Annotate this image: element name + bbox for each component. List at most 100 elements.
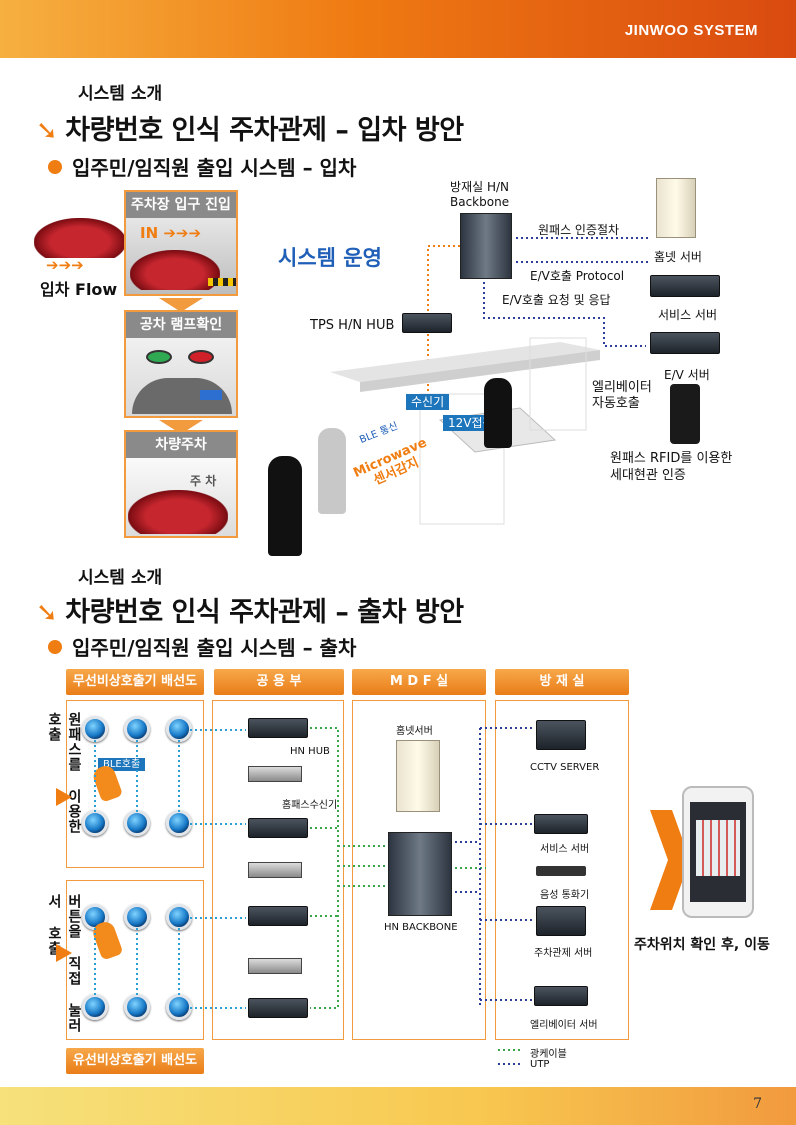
orange-arrow-icon — [56, 944, 72, 962]
homenet-server-icon — [396, 740, 440, 812]
flow-step-park: 차량주차 주 차 — [124, 430, 238, 538]
hn-hub-icon — [248, 998, 308, 1018]
barrier-gate — [208, 278, 236, 286]
call-button[interactable] — [124, 810, 150, 836]
section2-title: ➘차량번호 인식 주차관제 – 출차 방안 — [36, 597, 464, 628]
car-image — [128, 490, 228, 534]
person-figure — [268, 456, 302, 556]
flow-step-title: 차량주차 — [126, 432, 236, 458]
hn-backbone-label: HN BACKBONE — [384, 922, 458, 933]
orange-arrow-icon — [56, 788, 72, 806]
section2-subtitle: 입주민/임직원 출입 시스템 – 출차 — [48, 632, 356, 661]
person-shadow-figure — [318, 428, 346, 514]
ev-server-icon — [650, 332, 720, 354]
page-number: 7 — [753, 1096, 762, 1112]
legend-utp: UTP — [530, 1059, 550, 1070]
bullet-icon — [48, 640, 62, 654]
red-lamp — [188, 350, 214, 364]
bullet-icon — [48, 160, 62, 174]
brand-logo: JINWOO SYSTEM — [624, 22, 758, 39]
ev-request-label: E/V호출 요청 및 응답 — [502, 293, 611, 307]
parking-server-label: 주차관제 서버 — [534, 948, 593, 959]
arrow-icon: ➘ — [36, 116, 58, 146]
elevator-server-label: 엘리베이터 서버 — [530, 1020, 598, 1031]
call-button[interactable] — [124, 994, 150, 1020]
auth-label: 원패스 인증절차 — [538, 223, 620, 237]
receiver-tag: 수신기 — [406, 391, 450, 410]
legend-optical: 광케이블 — [530, 1049, 567, 1060]
rfid-label: 원패스 RFID를 이용한 세대현관 인증 — [610, 451, 733, 483]
in-arrows: IN ➔➔➔ — [140, 224, 202, 242]
common-area-box — [212, 700, 344, 1040]
service-server-label: 서비스 서버 — [658, 308, 718, 322]
parking-tag: 주 차 — [190, 474, 217, 488]
cctv-server-icon — [536, 720, 586, 750]
phone-screen — [690, 802, 746, 902]
park-photo: 주 차 — [126, 458, 236, 536]
section1-kicker: 시스템 소개 — [78, 84, 163, 104]
elevator-server-icon — [534, 986, 588, 1006]
service-server-label: 서비스 서버 — [540, 844, 590, 855]
wired-call-header: 유선비상호출기 배선도 — [66, 1048, 204, 1074]
entry-photo: IN ➔➔➔ — [126, 218, 236, 294]
column-header-wireless: 무선비상호출기 배선도 — [66, 669, 204, 695]
flow-label: 입차 Flow — [40, 280, 118, 299]
call-button[interactable] — [124, 716, 150, 742]
section2-kicker: 시스템 소개 — [78, 568, 163, 588]
receiver-icon — [248, 862, 302, 878]
system-label: 시스템 운영 — [278, 246, 382, 270]
header-bar — [0, 0, 796, 58]
mdf-room-box — [352, 700, 486, 1040]
backbone-server-icon — [460, 213, 512, 279]
parking-map — [696, 820, 740, 876]
wireless-call-box — [66, 700, 204, 868]
ev-server-label: E/V 서버 — [664, 368, 710, 382]
section1-subtitle: 입주민/임직원 출입 시스템 – 입차 — [48, 152, 356, 181]
flow-step-title: 주차장 입구 진입 — [126, 192, 236, 218]
green-lamp — [146, 350, 172, 364]
receiver-icon — [248, 958, 302, 974]
phone-caption: 주차위치 확인 후, 이동 — [634, 937, 770, 953]
hn-hub-label: HN HUB — [290, 746, 330, 757]
service-server-icon — [534, 814, 588, 834]
homenet-server-icon — [656, 178, 696, 238]
section1-title: ➘차량번호 인식 주차관제 – 입차 방안 — [36, 115, 464, 146]
car-image — [34, 218, 126, 258]
homenet-server-label: 홈넷서버 — [396, 726, 433, 737]
call-button[interactable] — [82, 994, 108, 1020]
column-header-common: 공 용 부 — [214, 669, 344, 695]
homenet-server-label: 홈넷 서버 — [654, 250, 702, 264]
car-image — [130, 250, 220, 290]
backbone-server-icon — [388, 832, 452, 916]
flow-down-arrow — [159, 298, 203, 312]
column-header-mdf: M D F 실 — [352, 669, 486, 695]
intercom-icon — [536, 866, 586, 876]
hn-hub-icon — [248, 718, 308, 738]
cctv-server-label: CCTV SERVER — [530, 762, 600, 773]
smartphone-icon — [682, 786, 754, 918]
service-server-icon — [650, 275, 720, 297]
left-bottom-vertical-label: 버튼을 직접 눌러서 호출 — [46, 894, 82, 1033]
hn-hub-icon — [248, 906, 308, 926]
flow-step-entry: 주차장 입구 진입 IN ➔➔➔ — [124, 190, 238, 296]
footer-bar — [0, 1087, 796, 1125]
flow-arrows: ➔➔➔ — [46, 256, 84, 274]
hub-label: TPS H/N HUB — [310, 318, 395, 333]
intercom-label: 음성 통화기 — [540, 890, 590, 901]
elevator-call-label: 엘리베이터 자동호출 — [592, 380, 652, 411]
arrow-icon: ➘ — [36, 598, 58, 628]
flow-step-ramp: 공차 램프확인 — [124, 310, 238, 418]
ramp-photo — [126, 338, 236, 416]
hub-icon — [402, 313, 452, 333]
hn-hub-icon — [248, 818, 308, 838]
parking-server-icon — [536, 906, 586, 936]
receiver-icon — [248, 766, 302, 782]
ev-protocol-label: E/V호출 Protocol — [530, 269, 625, 283]
display-panel — [200, 390, 222, 400]
rfid-keypad-icon — [670, 384, 700, 444]
person-figure — [484, 378, 512, 448]
column-header-disaster: 방 재 실 — [495, 669, 629, 695]
home-receiver-label: 홈패스수신기 — [282, 800, 338, 811]
flow-step-title: 공차 램프확인 — [126, 312, 236, 338]
